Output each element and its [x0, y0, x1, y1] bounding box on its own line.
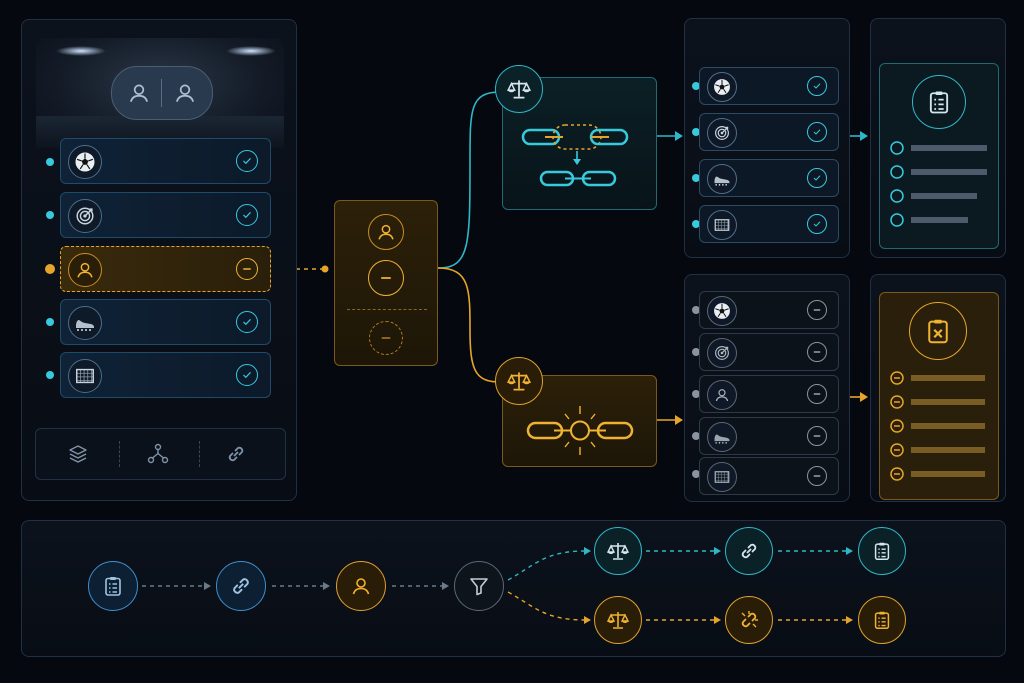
check-icon[interactable]: [236, 204, 258, 226]
rail-dot: [692, 174, 700, 182]
clipboard-icon[interactable]: [858, 527, 906, 575]
target-icon: [707, 118, 737, 148]
minus-icon: [807, 384, 827, 404]
cleat-icon: [68, 306, 102, 340]
clipboard-icon[interactable]: [858, 596, 906, 644]
check-icon: [807, 168, 827, 188]
layers-icon[interactable]: [66, 442, 90, 466]
user-icon: [126, 80, 152, 106]
minus-icon: [807, 426, 827, 446]
rail-dot: [692, 390, 700, 398]
rail-dot: [692, 82, 700, 90]
goal-net-icon: [68, 359, 102, 393]
selection-card[interactable]: [334, 200, 438, 366]
included-row[interactable]: [699, 113, 839, 151]
check-icon: [807, 214, 827, 234]
check-icon[interactable]: [236, 311, 258, 333]
rail-dot: [45, 264, 55, 274]
included-row[interactable]: [699, 205, 839, 243]
check-icon: [807, 76, 827, 96]
minus-icon: [369, 321, 403, 355]
balance-scale-icon[interactable]: [594, 527, 642, 575]
link-icon[interactable]: [216, 561, 266, 611]
excluded-row[interactable]: [699, 457, 839, 495]
rejected-list-icon: [909, 302, 967, 360]
user-icon: [68, 253, 102, 287]
goal-net-icon: [707, 462, 737, 492]
rail-dot: [692, 220, 700, 228]
player-row[interactable]: [60, 299, 271, 345]
chain-link-icon: [521, 124, 629, 187]
target-icon: [68, 199, 102, 233]
soccer-ball-icon: [707, 72, 737, 102]
excluded-row[interactable]: [699, 375, 839, 413]
balance-scale-icon: [495, 357, 543, 405]
user-icon[interactable]: [336, 561, 386, 611]
rail-dot: [46, 158, 54, 166]
link-icon[interactable]: [224, 442, 248, 466]
excluded-row[interactable]: [699, 333, 839, 371]
excluded-row[interactable]: [699, 417, 839, 455]
cleat-icon: [707, 164, 737, 194]
minus-icon: [807, 342, 827, 362]
approved-result-panel: [870, 18, 1006, 258]
minus-icon: [807, 300, 827, 320]
user-icon: [368, 214, 404, 250]
team-badge: [111, 66, 213, 120]
broken-chain-icon: [526, 406, 634, 455]
player-row[interactable]: [60, 352, 271, 398]
clipboard-icon[interactable]: [88, 561, 138, 611]
user-icon: [172, 80, 198, 106]
stadium-header: [36, 38, 284, 148]
rail-dot: [46, 371, 54, 379]
player-row[interactable]: [60, 138, 271, 184]
balance-scale-icon: [495, 65, 543, 113]
check-icon: [807, 122, 827, 142]
player-row-selected[interactable]: [60, 246, 271, 292]
broken-link-icon[interactable]: [725, 596, 773, 644]
panel-toolbar: [35, 428, 286, 480]
minus-icon[interactable]: [368, 260, 404, 296]
soccer-ball-icon: [68, 145, 102, 179]
cleat-icon: [707, 422, 737, 452]
filter-icon[interactable]: [454, 561, 504, 611]
rail-dot: [692, 348, 700, 356]
player-row[interactable]: [60, 192, 271, 238]
rail-dot: [46, 211, 54, 219]
target-icon: [707, 338, 737, 368]
check-icon[interactable]: [236, 150, 258, 172]
included-row[interactable]: [699, 159, 839, 197]
network-icon[interactable]: [146, 442, 170, 466]
goal-net-icon: [707, 210, 737, 240]
link-icon[interactable]: [725, 527, 773, 575]
check-icon[interactable]: [236, 364, 258, 386]
rail-dot: [46, 318, 54, 326]
minus-icon: [807, 466, 827, 486]
user-icon: [707, 380, 737, 410]
check-list-icon: [912, 75, 966, 129]
balance-scale-icon[interactable]: [594, 596, 642, 644]
rail-dot: [692, 432, 700, 440]
soccer-ball-icon: [707, 296, 737, 326]
included-row[interactable]: [699, 67, 839, 105]
minus-icon[interactable]: [236, 258, 258, 280]
rejected-result-panel: [870, 274, 1006, 502]
rail-dot: [692, 128, 700, 136]
rail-dot: [692, 470, 700, 478]
excluded-row[interactable]: [699, 291, 839, 329]
rail-dot: [692, 306, 700, 314]
